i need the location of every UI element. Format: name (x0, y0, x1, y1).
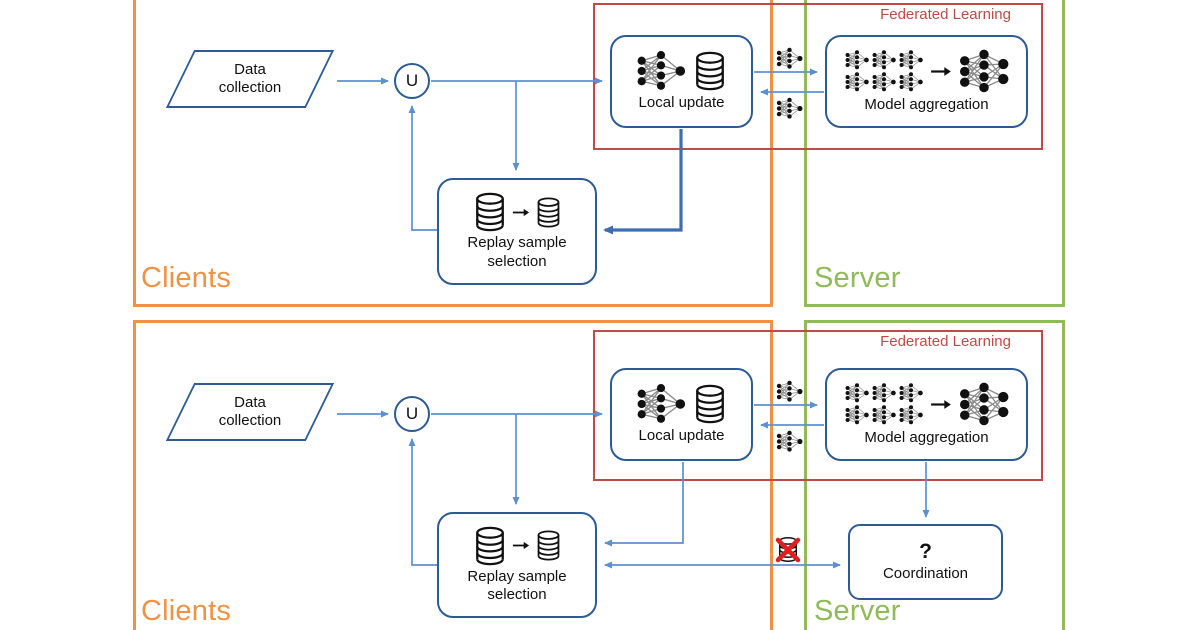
local-update-icons (636, 383, 727, 425)
database-icon (473, 192, 507, 232)
mini-neural-network-icon (871, 405, 897, 425)
server-label: Server (814, 262, 901, 294)
data-collection-label: Data collection (218, 60, 282, 96)
union-node: U (394, 396, 430, 432)
downloaded-model-icon (776, 430, 803, 453)
aggregated-neural-network-icon (958, 49, 1010, 94)
mini-neural-network-icon (898, 50, 924, 70)
model-aggregation-icons (844, 382, 1010, 427)
data-collection-label-wrap: Data collection (180, 50, 320, 108)
model-aggregation-node: Model aggregation (825, 368, 1028, 461)
union-node: U (394, 63, 430, 99)
local-update-icons (636, 50, 727, 92)
neural-network-icon (636, 50, 686, 92)
clients-label: Clients (141, 262, 232, 294)
selection-arrow-icon (512, 208, 530, 217)
federated-learning-region-top: Federated Learning (593, 3, 1043, 150)
clients-region-bottom (133, 320, 773, 630)
downloaded-model-icon (776, 97, 803, 120)
model-aggregation-label: Model aggregation (864, 428, 989, 446)
coordination-node: ? Coordination (848, 524, 1003, 600)
replay-selection-label: Replay sample selection (467, 234, 567, 270)
database-icon (473, 526, 507, 566)
coordination-label: Coordination (882, 564, 969, 582)
database-small-icon (535, 530, 562, 561)
mini-neural-network-icon (844, 383, 870, 403)
local-update-label: Local update (638, 94, 725, 112)
federated-learning-label: Federated Learning (880, 333, 1011, 350)
replay-selection-node: Replay sample selection (437, 178, 597, 285)
mini-neural-network-icon (898, 405, 924, 425)
client-models-grid (844, 50, 924, 93)
server-region-top (804, 0, 1065, 307)
local-update-node: Local update (610, 368, 753, 461)
neural-network-icon (636, 383, 686, 425)
replay-selection-icons (473, 526, 562, 566)
replay-selection-label: Replay sample selection (467, 567, 567, 603)
mini-neural-network-icon (871, 72, 897, 92)
replay-selection-icons (473, 192, 562, 232)
clients-label: Clients (141, 595, 232, 627)
mini-neural-network-icon (844, 72, 870, 92)
model-aggregation-icons (844, 49, 1010, 94)
selection-arrow-icon (512, 541, 530, 550)
client-models-grid (844, 383, 924, 426)
federated-learning-label: Federated Learning (880, 6, 1011, 23)
coordination-question-symbol: ? (919, 539, 932, 563)
mini-neural-network-icon (871, 383, 897, 403)
database-icon (693, 50, 727, 92)
mini-neural-network-icon (844, 50, 870, 70)
union-symbol: U (405, 404, 419, 423)
model-aggregation-label: Model aggregation (864, 95, 989, 113)
data-collection-label-wrap: Data collection (180, 383, 320, 441)
database-small-icon (535, 197, 562, 228)
database-icon (693, 383, 727, 425)
mini-neural-network-icon (898, 72, 924, 92)
local-update-node: Local update (610, 35, 753, 128)
mini-neural-network-icon (898, 383, 924, 403)
aggregation-arrow-icon (930, 399, 952, 410)
data-collection-label: Data collection (218, 393, 282, 429)
server-region-bottom (804, 320, 1065, 630)
aggregation-arrow-icon (930, 66, 952, 77)
union-symbol: U (405, 71, 419, 90)
server-label: Server (814, 595, 901, 627)
clients-region-top (133, 0, 773, 307)
aggregated-neural-network-icon (958, 382, 1010, 427)
uploaded-model-icon (776, 47, 803, 70)
mini-neural-network-icon (844, 405, 870, 425)
local-update-label: Local update (638, 427, 725, 445)
federated-learning-region-bottom: Federated Learning (593, 330, 1043, 481)
model-aggregation-node: Model aggregation (825, 35, 1028, 128)
uploaded-model-icon (776, 380, 803, 403)
crossed-database-icon (775, 536, 801, 563)
mini-neural-network-icon (871, 50, 897, 70)
replay-selection-node: Replay sample selection (437, 512, 597, 618)
